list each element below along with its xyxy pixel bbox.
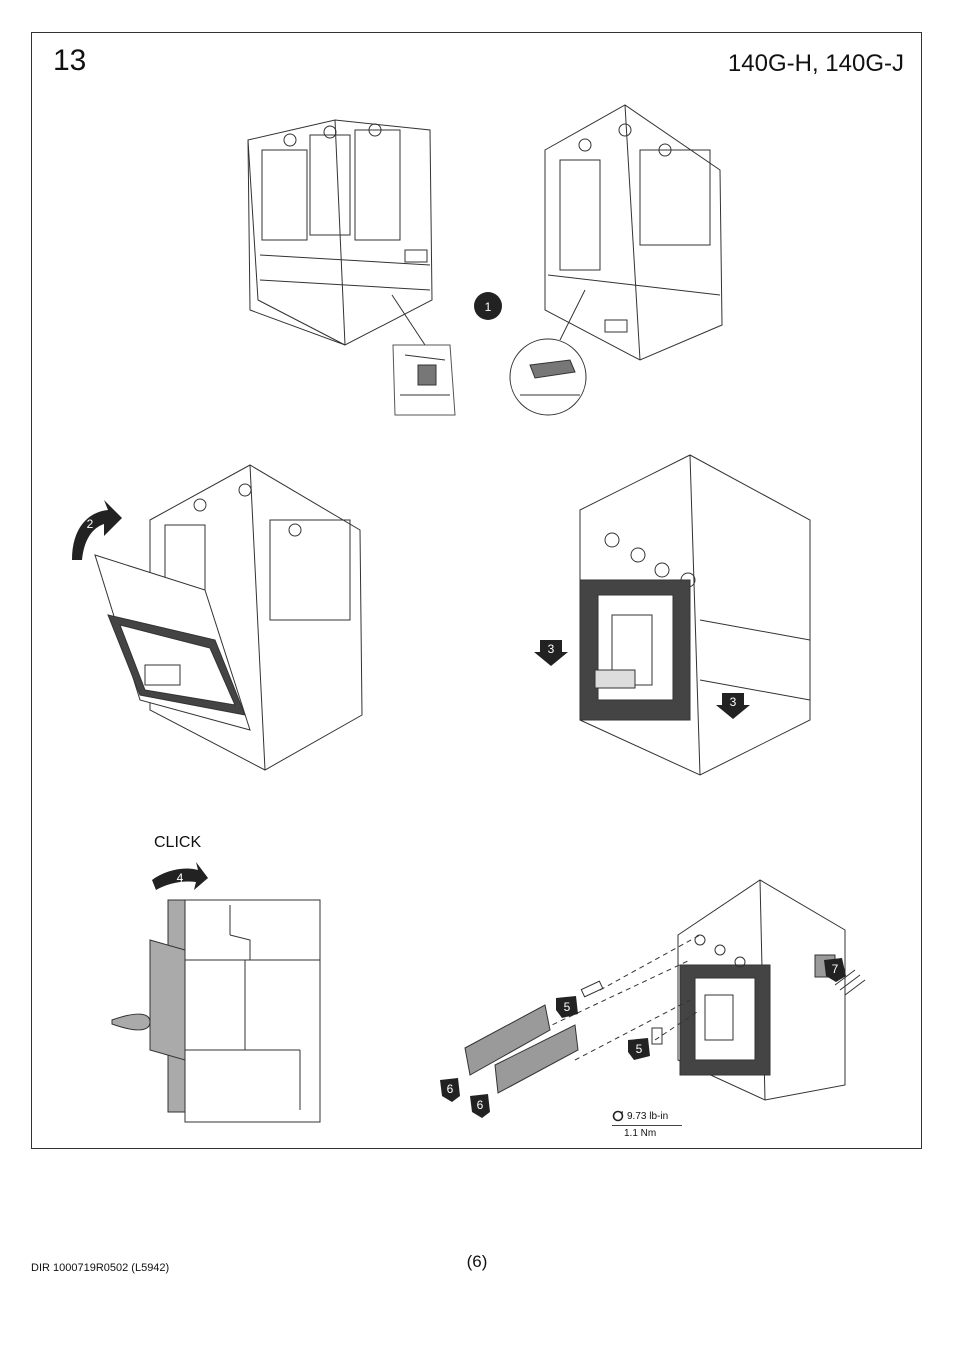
torque-icon [612, 1110, 624, 1122]
callout-7-arrow: 7 [824, 958, 846, 982]
callout-5a-arrow: 5 [556, 996, 578, 1018]
torque-metric: 1.1 Nm [612, 1125, 682, 1139]
callout-6b-arrow: 6 [470, 1094, 490, 1118]
breaker-side-view [111, 899, 321, 1123]
click-label: CLICK [154, 834, 202, 851]
detail-zoom-1a [392, 344, 456, 416]
callout-1-text: 1 [485, 300, 492, 314]
callout-3a-arrow: 3 [534, 640, 568, 666]
callout-1: 1 [474, 292, 502, 320]
document-id: DIR 1000719R0502 (L5942) [31, 1262, 170, 1274]
callout-2-text: 2 [87, 517, 94, 531]
page-number: (6) [466, 1252, 488, 1271]
callout-6b-text: 6 [477, 1098, 484, 1112]
callout-5a-text: 5 [564, 1000, 571, 1014]
model-title: 140G-H, 140G-J [727, 50, 904, 77]
callout-3b-arrow: 3 [716, 693, 750, 719]
step-number: 13 [53, 44, 87, 77]
callout-3a-text: 3 [548, 642, 555, 656]
callout-2-arrow: 2 [72, 500, 122, 560]
callout-6a-text: 6 [447, 1082, 454, 1096]
breaker-illustration-1 [247, 119, 433, 346]
breaker-illustration-1b [544, 104, 723, 361]
detail-zoom-1b [509, 338, 587, 416]
callout-3b-text: 3 [730, 695, 737, 709]
callout-7-text: 7 [832, 962, 839, 976]
callout-4-text: 4 [177, 871, 184, 885]
torque-spec: 9.73 lb-in 1.1 Nm [612, 1110, 682, 1139]
callout-5b-arrow: 5 [628, 1038, 650, 1060]
callout-6a-arrow: 6 [440, 1078, 460, 1102]
page-frame [31, 32, 922, 1149]
callout-4-arrow: 4 [152, 862, 208, 890]
breaker-illustration-5 [464, 879, 866, 1101]
breaker-illustration-2 [94, 464, 363, 771]
torque-imperial: 9.73 lb-in [627, 1110, 669, 1122]
callout-5b-text: 5 [636, 1042, 643, 1056]
breaker-illustration-3 [579, 454, 811, 776]
